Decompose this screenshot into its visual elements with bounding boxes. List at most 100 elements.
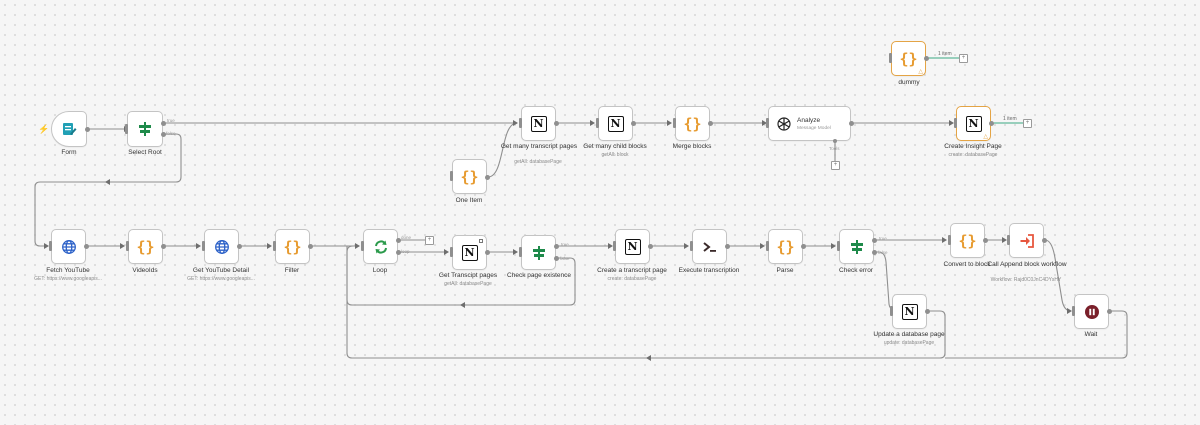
- node-fetch-youtube[interactable]: [51, 229, 86, 264]
- get-many-child-blocks-label: Get many child blocks: [583, 143, 647, 150]
- convert-to-block-input-handle[interactable]: [948, 235, 951, 245]
- node-get-transcipt-pages[interactable]: N: [452, 235, 487, 270]
- loop-done-add-button[interactable]: +: [425, 236, 434, 245]
- analyze-tools-add-button[interactable]: +: [831, 161, 840, 170]
- external-link-icon: [479, 239, 483, 243]
- node-one-item[interactable]: {}: [452, 159, 487, 194]
- create-insight-page-output-handle[interactable]: [989, 121, 994, 126]
- select-root-input-handle[interactable]: [125, 124, 128, 134]
- check-error-true-handle[interactable]: [872, 238, 877, 243]
- get-transcipt-pages-input-handle[interactable]: [450, 247, 453, 257]
- wait-output-handle[interactable]: [1107, 309, 1112, 314]
- loop-loop-handle[interactable]: [396, 250, 401, 255]
- get-many-child-blocks-output-handle[interactable]: [631, 121, 636, 126]
- node-analyze[interactable]: Analyze Message Model: [768, 106, 851, 141]
- analyze-output-handle[interactable]: [849, 121, 854, 126]
- check-page-existence-false-label: false: [560, 256, 570, 261]
- node-parse[interactable]: {}: [768, 229, 803, 264]
- node-merge-blocks[interactable]: {}: [675, 106, 710, 141]
- loop-icon: [374, 239, 387, 254]
- dummy-add-node-button[interactable]: +: [959, 54, 968, 63]
- filter-input-handle[interactable]: [273, 241, 276, 251]
- execute-transcription-input-handle[interactable]: [690, 241, 693, 251]
- globe-icon: [61, 239, 76, 254]
- wait-input-handle[interactable]: [1072, 306, 1075, 316]
- node-get-youtube-detail[interactable]: [204, 229, 239, 264]
- update-database-page-label: Update a database page: [873, 331, 945, 338]
- node-convert-to-block[interactable]: {}: [950, 223, 985, 258]
- node-wait[interactable]: [1074, 294, 1109, 329]
- get-many-transcript-pages-output-handle[interactable]: [554, 121, 559, 126]
- one-item-output-handle[interactable]: [485, 175, 490, 180]
- call-append-block-workflow-input-handle[interactable]: [1007, 235, 1010, 245]
- create-transcript-page-label: Create a transcript page: [597, 267, 667, 274]
- node-call-append-block-workflow[interactable]: [1009, 223, 1044, 258]
- create-transcript-page-input-handle[interactable]: [613, 241, 616, 251]
- merge-blocks-input-handle[interactable]: [673, 118, 676, 128]
- get-youtube-detail-output-handle[interactable]: [237, 244, 242, 249]
- call-append-block-workflow-label: Call Append block workflow: [987, 261, 1067, 268]
- create-insight-page-add-node-button[interactable]: +: [1023, 119, 1032, 128]
- check-page-existence-false-handle[interactable]: [554, 256, 559, 261]
- one-item-input-handle[interactable]: [450, 171, 453, 181]
- node-filter[interactable]: {}: [275, 229, 310, 264]
- get-youtube-detail-input-handle[interactable]: [202, 241, 205, 251]
- node-check-error[interactable]: [839, 229, 874, 264]
- loop-done-handle[interactable]: [396, 238, 401, 243]
- update-database-page-input-handle[interactable]: [890, 306, 893, 316]
- node-videoids[interactable]: {}: [128, 229, 163, 264]
- update-database-page-output-handle[interactable]: [925, 309, 930, 314]
- select-root-true-handle[interactable]: [161, 121, 166, 126]
- parse-output-handle[interactable]: [801, 244, 806, 249]
- parse-label: Parse: [776, 267, 794, 274]
- get-many-child-blocks-input-handle[interactable]: [596, 118, 599, 128]
- node-select-root[interactable]: [127, 111, 163, 147]
- node-create-transcript-page[interactable]: N: [615, 229, 650, 264]
- check-error-false-handle[interactable]: [872, 250, 877, 255]
- node-get-many-child-blocks[interactable]: N: [598, 106, 633, 141]
- edge-oneitem-gettranscripts: [487, 122, 518, 178]
- create-transcript-page-output-handle[interactable]: [648, 244, 653, 249]
- dummy-input-handle[interactable]: [889, 53, 892, 63]
- videoids-output-handle[interactable]: [161, 244, 166, 249]
- execute-transcription-output-handle[interactable]: [725, 244, 730, 249]
- node-loop[interactable]: [363, 229, 398, 264]
- create-insight-page-sub: create: databasePage: [948, 152, 998, 158]
- if-icon: [139, 122, 151, 136]
- braces-icon: {}: [460, 167, 479, 186]
- analyze-tools-handle[interactable]: [833, 139, 837, 143]
- call-append-block-workflow-output-handle[interactable]: [1042, 238, 1047, 243]
- form-output-handle[interactable]: [85, 127, 90, 132]
- parse-input-handle[interactable]: [766, 241, 769, 251]
- videoids-input-handle[interactable]: [126, 241, 129, 251]
- check-page-existence-input-handle[interactable]: [519, 247, 522, 257]
- fetch-youtube-input-handle[interactable]: [49, 241, 52, 251]
- get-many-transcript-pages-input-handle[interactable]: [519, 118, 522, 128]
- node-get-many-transcript-pages[interactable]: N: [521, 106, 556, 141]
- loop-input-handle[interactable]: [361, 241, 364, 251]
- get-many-child-blocks-sub: getAll: block: [601, 152, 629, 158]
- get-transcipt-pages-output-handle[interactable]: [485, 250, 490, 255]
- node-dummy[interactable]: {} △: [891, 41, 926, 76]
- create-insight-page-input-handle[interactable]: [954, 118, 957, 128]
- check-error-input-handle[interactable]: [837, 241, 840, 251]
- node-execute-transcription[interactable]: [692, 229, 727, 264]
- get-many-transcript-pages-sub: getAll: databasePage: [514, 159, 562, 165]
- node-create-insight-page[interactable]: N △: [956, 106, 991, 141]
- merge-blocks-output-handle[interactable]: [708, 121, 713, 126]
- node-check-page-existence[interactable]: [521, 235, 556, 270]
- dummy-output-handle[interactable]: [924, 56, 929, 61]
- braces-icon: {}: [136, 237, 155, 256]
- update-database-page-sub: update: databasePage: [883, 340, 935, 346]
- select-root-false-handle[interactable]: [161, 132, 166, 137]
- node-update-database-page[interactable]: N: [892, 294, 927, 329]
- create-insight-page-label: Create Insight Page: [944, 143, 1002, 150]
- fetch-youtube-output-handle[interactable]: [84, 244, 89, 249]
- check-page-existence-true-handle[interactable]: [554, 244, 559, 249]
- convert-to-block-output-handle[interactable]: [983, 238, 988, 243]
- filter-output-handle[interactable]: [308, 244, 313, 249]
- analyze-input-handle[interactable]: [766, 118, 769, 128]
- dummy-items-count: 1 item: [938, 51, 952, 57]
- node-form[interactable]: [51, 111, 87, 147]
